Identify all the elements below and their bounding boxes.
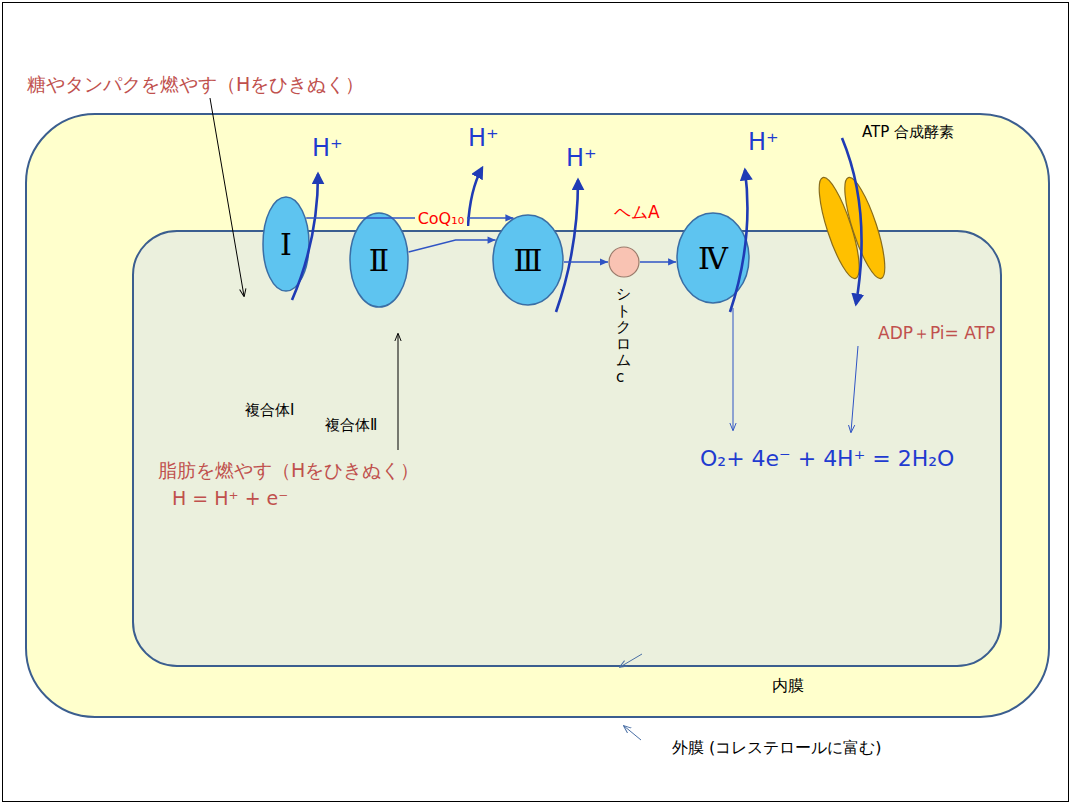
proton-arrow (842, 138, 862, 304)
label-holder: H⁺ (312, 134, 343, 162)
proton-label: H⁺ (312, 134, 343, 162)
label-holder: H⁺ (748, 128, 779, 156)
edge-label: CoQ₁₀ (415, 209, 467, 228)
label-holder: 複合体Ⅰ (245, 400, 294, 420)
connector-line (306, 217, 513, 218)
arrow-head (668, 258, 676, 265)
enzyme-label: ATP 合成酵素 (862, 123, 954, 141)
label-holder: 脂肪を燃やす（Hをひきぬく） (158, 458, 419, 484)
label-holder: 複合体Ⅱ (325, 415, 377, 435)
proton-label: H⁺ (468, 124, 499, 152)
complex-shape (493, 215, 563, 305)
connector-line (564, 261, 608, 262)
complex-shape (350, 213, 408, 307)
proton-label: H⁺ (748, 128, 779, 156)
heme-label: ヘムA (614, 202, 660, 222)
leader-line (620, 654, 642, 667)
text-holder: Ⅱ (349, 212, 409, 308)
membrane-label: 内膜 (772, 676, 804, 695)
text-holder: Ⅳ (676, 212, 750, 304)
leader-line (624, 726, 641, 740)
complex-name: 複合体Ⅰ (245, 401, 294, 419)
shape-outline (608, 246, 640, 278)
text-holder: Ⅲ (492, 214, 564, 306)
complex-shape (263, 197, 309, 291)
connector-line (409, 240, 496, 252)
label-holder: O₂+ 4e⁻ + 4H⁺ = 2H₂O (700, 446, 954, 471)
leader-line (851, 346, 858, 432)
text-holder: Ⅰ (262, 196, 310, 292)
connector (306, 214, 513, 221)
complex-numeral: Ⅰ (280, 227, 292, 262)
connector (564, 258, 608, 265)
note-text: 脂肪を燃やす（Hをひきぬく） (158, 459, 419, 481)
note-text: 糖やタンパクを燃やす（Hをひきぬく） (27, 73, 364, 95)
complex-numeral: Ⅳ (698, 241, 728, 276)
complex-numeral: Ⅱ (369, 243, 389, 278)
shape-outline (812, 172, 892, 284)
label-holder: H = H⁺ + e⁻ (172, 487, 288, 509)
cytochrome-circle: シトクロムc (608, 246, 640, 278)
arrow-head (488, 236, 496, 243)
text-holder: 外膜 (コレステロールに富む) (672, 738, 882, 759)
label-holder: 糖やタンパクを燃やす（Hをひきぬく） (27, 72, 364, 98)
outer-membrane: 外膜 (コレステロールに富む)内膜ⅠⅡⅢシトクロムcⅣATP 合成酵素 (25, 113, 1050, 718)
cytochrome-label: シトクロムc (616, 286, 631, 385)
proton-arrow (556, 180, 578, 312)
arrow-head (600, 258, 608, 265)
label-holder: ヘムA (614, 201, 660, 224)
connector (409, 236, 496, 252)
leader-line (398, 334, 399, 450)
membrane-label: 外膜 (コレステロールに富む) (672, 738, 882, 757)
atp-subunit (837, 174, 893, 282)
proton-label: H⁺ (566, 144, 597, 172)
frame (3, 3, 1069, 802)
proton-arrow (468, 168, 482, 226)
edge-label-holder: CoQ₁₀ (415, 209, 467, 228)
leader-line (210, 98, 244, 296)
leader-line (733, 308, 734, 430)
label-holder: ADP＋Pi= ATP (878, 322, 995, 345)
complex-shape (677, 213, 749, 303)
complex-name: 複合体Ⅱ (325, 416, 377, 434)
arrow-head (505, 214, 513, 221)
connector (640, 258, 676, 265)
label-holder: H⁺ (468, 124, 499, 152)
text-holder: 内膜 (772, 676, 804, 697)
complex-ellipse: Ⅱ (349, 212, 409, 308)
equation-text: H = H⁺ + e⁻ (172, 487, 288, 509)
label-holder: H⁺ (566, 144, 597, 172)
complex-ellipse: Ⅰ (262, 196, 310, 292)
proton-arrow (292, 174, 318, 300)
proton-arrow (730, 170, 747, 312)
connector-line (640, 261, 676, 262)
equation-text: O₂+ 4e⁻ + 4H⁺ = 2H₂O (700, 446, 954, 471)
complex-ellipse: Ⅲ (492, 214, 564, 306)
text-holder: ATP 合成酵素 (862, 122, 954, 142)
atp-synthase: ATP 合成酵素 (812, 172, 892, 284)
complex-ellipse: Ⅳ (676, 212, 750, 304)
equation-text: ADP＋Pi= ATP (878, 323, 995, 343)
complex-numeral: Ⅲ (514, 243, 543, 278)
cytochrome-shape (609, 247, 639, 277)
text-holder: シトクロムc (616, 286, 631, 385)
